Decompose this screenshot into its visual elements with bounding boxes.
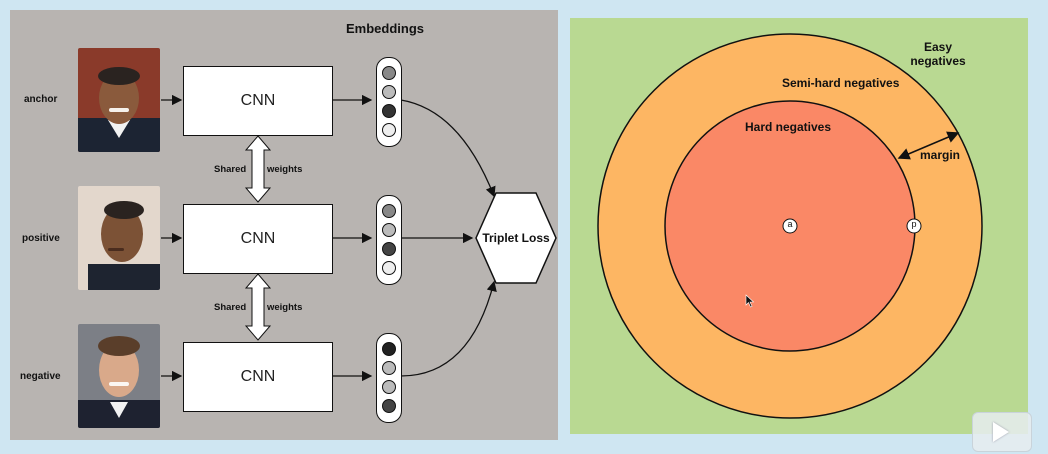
embedding-vector-anchor	[376, 57, 402, 147]
semi-hard-negatives-label: Semi-hard negatives	[782, 76, 900, 90]
shared-label-2: Shared	[214, 302, 247, 313]
margin-label: margin	[920, 148, 961, 162]
easy-negatives-label: Easy negatives	[910, 40, 966, 68]
embedding-dot	[382, 85, 396, 99]
embedding-dot	[382, 342, 396, 356]
mouse-cursor-icon	[745, 294, 755, 308]
positive-point-label: p	[911, 219, 917, 229]
embedding-dot	[382, 361, 396, 375]
cnn-anchor-label: CNN	[240, 92, 276, 109]
cnn-negative-box: CNN	[183, 342, 333, 412]
weights-label-2: weights	[267, 302, 303, 313]
anchor-face-image	[78, 48, 160, 152]
embedding-dot	[382, 104, 396, 118]
play-icon	[993, 422, 1009, 442]
cnn-positive-box: CNN	[183, 204, 333, 274]
embedding-dot	[382, 399, 396, 413]
embedding-dot	[382, 66, 396, 80]
negative-label: negative	[20, 371, 61, 382]
embedding-dot	[382, 242, 396, 256]
embedding-dot	[382, 123, 396, 137]
positive-label: positive	[22, 233, 60, 244]
embedding-vector-negative	[376, 333, 402, 423]
triplet-loss-label: Triplet Loss	[482, 231, 550, 245]
cnn-anchor-box: CNN	[183, 66, 333, 136]
cnn-negative-label: CNN	[240, 368, 276, 385]
embedding-vector-positive	[376, 195, 402, 285]
cnn-positive-label: CNN	[240, 230, 276, 247]
shared-label-1: Shared	[214, 164, 247, 175]
anchor-label: anchor	[24, 94, 58, 105]
play-button[interactable]	[972, 412, 1032, 452]
embedding-dot	[382, 261, 396, 275]
embedding-dot	[382, 380, 396, 394]
positive-face-image	[78, 186, 160, 290]
negative-face-image	[78, 324, 160, 428]
hard-negatives-label: Hard negatives	[745, 120, 832, 134]
embeddings-title: Embeddings	[346, 21, 425, 36]
weights-label-1: weights	[267, 164, 303, 175]
embedding-dot	[382, 204, 396, 218]
embedding-dot	[382, 223, 396, 237]
anchor-point-label: a	[787, 219, 793, 229]
